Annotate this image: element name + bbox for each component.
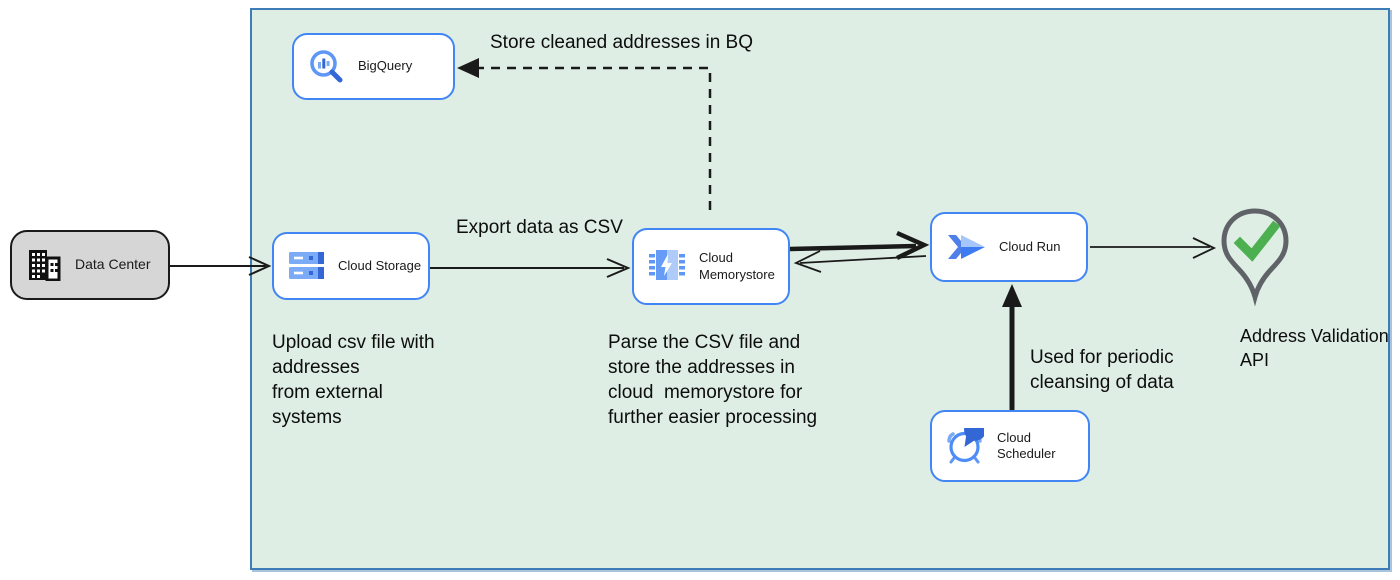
map-pin-check-icon <box>1221 208 1289 307</box>
node-label: Cloud Scheduler <box>997 429 1056 461</box>
gcp-boundary-container <box>250 8 1390 570</box>
node-label: Cloud Memorystore <box>699 250 775 282</box>
node-data-center[interactable]: Data Center <box>10 230 170 300</box>
annotation-periodic-cleansing: Used for periodic cleansing of data <box>1030 347 1174 393</box>
node-label: BigQuery <box>358 58 413 74</box>
node-label: Data Center <box>75 256 151 273</box>
edge-label-store-bq: Store cleaned addresses in BQ <box>490 32 753 53</box>
node-bigquery[interactable]: BigQuery <box>292 33 455 100</box>
node-cloud-storage[interactable]: Cloud Storage <box>272 232 430 300</box>
node-cloud-run[interactable]: Cloud Run <box>930 212 1088 282</box>
alarm-clock-icon <box>947 427 984 463</box>
storage-buckets-icon <box>289 252 324 279</box>
bigquery-icon <box>310 50 343 83</box>
memory-chip-bolt-icon <box>649 249 685 280</box>
annotation-upload-csv: Upload csv file with addresses from exte… <box>272 332 435 428</box>
cloud-run-chevron-icon <box>948 235 985 259</box>
building-icon <box>29 250 61 281</box>
node-cloud-scheduler[interactable]: Cloud Scheduler <box>930 410 1090 482</box>
node-label: Cloud Storage <box>338 257 422 273</box>
address-validation-label: Address Validation API <box>1240 326 1393 370</box>
node-cloud-memorystore[interactable]: Cloud Memorystore <box>632 228 790 305</box>
edge-label-export-csv: Export data as CSV <box>456 217 623 238</box>
node-address-validation-api[interactable] <box>1218 205 1292 326</box>
node-label: Cloud Run <box>999 238 1061 254</box>
annotation-parse-csv: Parse the CSV file and store the address… <box>608 332 818 428</box>
